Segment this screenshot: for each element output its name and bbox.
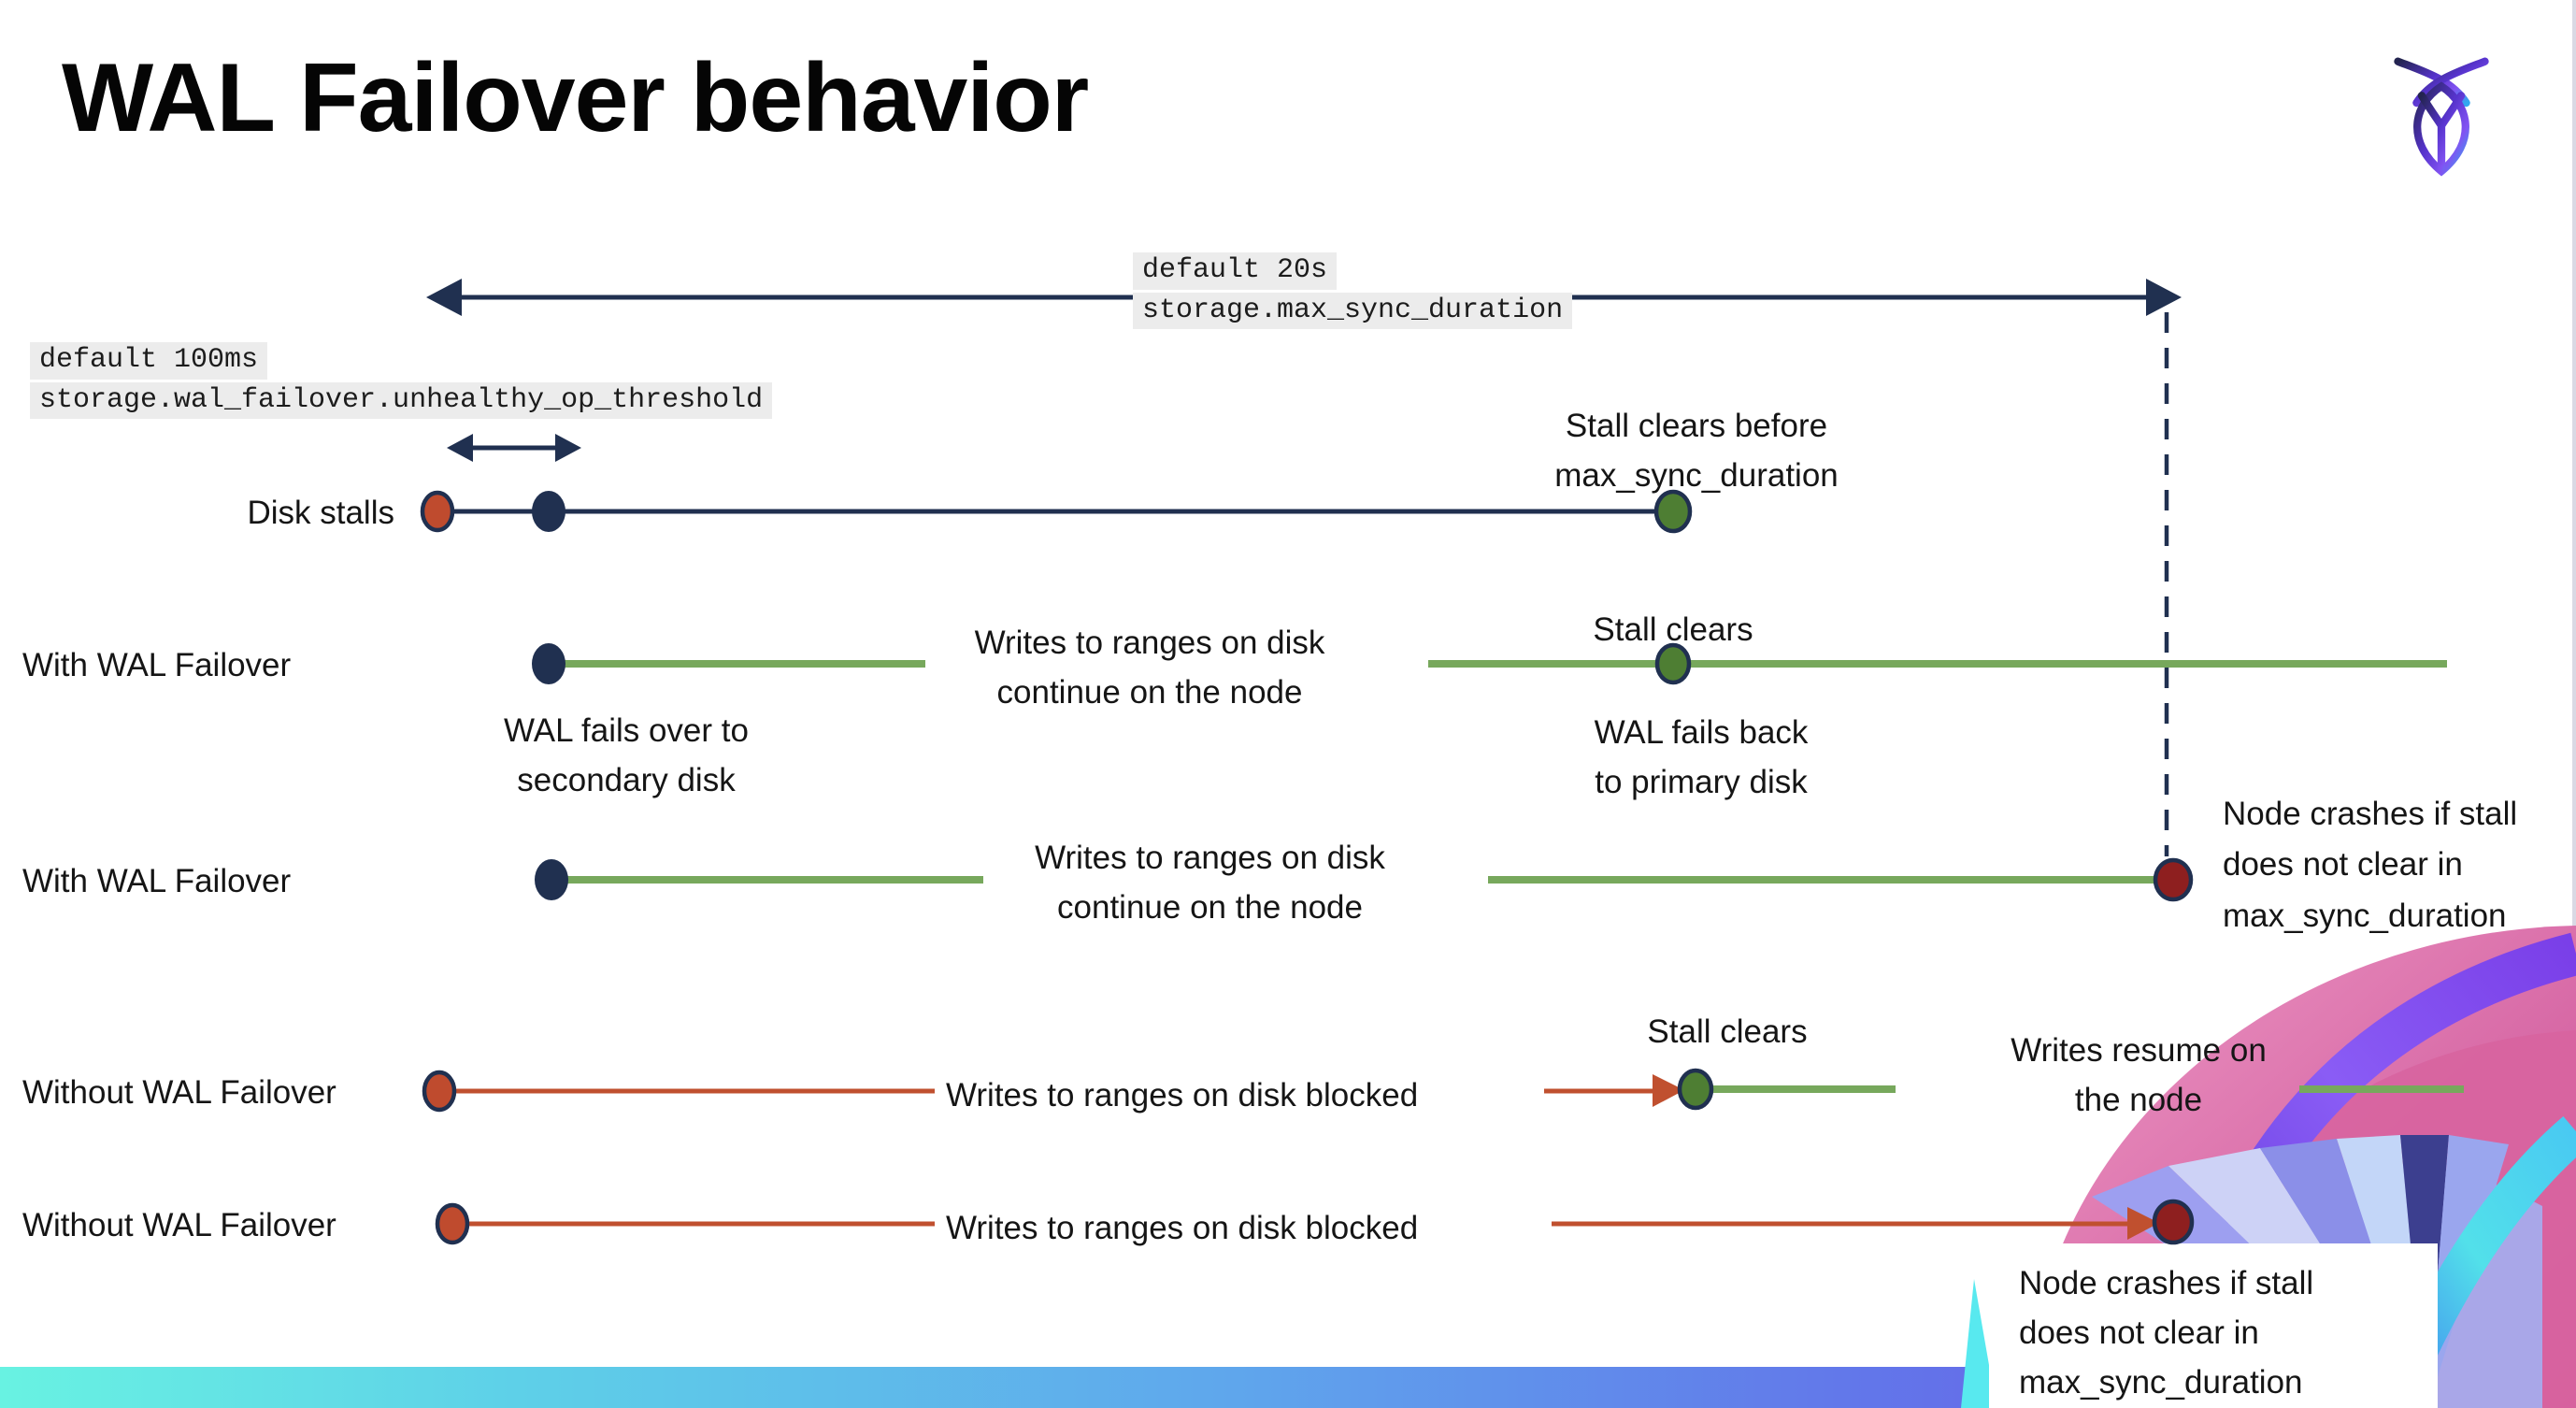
writes-continue-text-1: Writes to ranges on disk continue on the…	[974, 625, 1325, 711]
failover-dot	[532, 643, 565, 684]
crash-note-1-text: Node crashes if stall does not clear in …	[2223, 796, 2518, 934]
cockroachdb-logo-icon	[2394, 57, 2489, 177]
red-arrowhead	[2127, 1207, 2159, 1240]
crash-note-box: Node crashes if stall does not clear in …	[1989, 1243, 2438, 1408]
red-arrowhead	[1653, 1074, 1684, 1107]
row-label-without-wal-failover-1: Without WAL Failover	[22, 1074, 336, 1111]
stall-clears-text-2: Stall clears	[1647, 1013, 1808, 1050]
node-crash-dot	[2152, 1199, 2195, 1245]
row-label-without-wal-failover-2: Without WAL Failover	[22, 1207, 336, 1243]
stall-clears-dot	[1677, 1068, 1714, 1111]
row-label-disk-stalls: Disk stalls	[247, 495, 394, 531]
row-label-with-wal-failover-1: With WAL Failover	[22, 647, 292, 683]
writes-resume-text: Writes resume on the node	[2011, 1032, 2267, 1118]
max-sync-callout: default 20s storage.max_sync_duration	[1133, 252, 1573, 330]
unhealthy-op-threshold-arrow	[447, 434, 581, 462]
failover-dot	[535, 859, 568, 900]
writes-continue-text-2: Writes to ranges on disk continue on the…	[1035, 840, 1385, 926]
unhealthy-op-setting-label: storage.wal_failover.unhealthy_op_thresh…	[30, 381, 773, 420]
writes-blocked-text-2: Writes to ranges on disk blocked	[946, 1210, 1419, 1246]
unhealthy-op-default-label: default 100ms	[30, 342, 268, 380]
writes-blocked-text-1: Writes to ranges on disk blocked	[946, 1077, 1419, 1113]
max-sync-default-label: default 20s	[1133, 252, 1338, 290]
threshold-dot	[532, 491, 565, 532]
wal-fails-over-text: WAL fails over to secondary disk	[504, 712, 749, 798]
unhealthy-op-callout: default 100ms storage.wal_failover.unhea…	[30, 342, 773, 420]
node-crash-dot	[2153, 857, 2194, 902]
row-label-with-wal-failover-2: With WAL Failover	[22, 863, 292, 899]
stall-start-dot	[422, 1070, 457, 1113]
crash-note-2-text: Node crashes if stall does not clear in …	[2019, 1265, 2314, 1401]
slide-right-edge-line	[2572, 0, 2576, 1365]
stall-start-dot	[420, 490, 455, 533]
stall-clears-before-text: Stall clears before max_sync_duration	[1554, 408, 1839, 494]
page-title: WAL Failover behavior	[62, 44, 1089, 152]
max-sync-setting-label: storage.max_sync_duration	[1133, 292, 1573, 330]
stall-clears-text-1: Stall clears	[1593, 611, 1753, 648]
wal-fails-back-text: WAL fails back to primary disk	[1594, 714, 1809, 800]
stall-start-dot	[435, 1202, 470, 1245]
